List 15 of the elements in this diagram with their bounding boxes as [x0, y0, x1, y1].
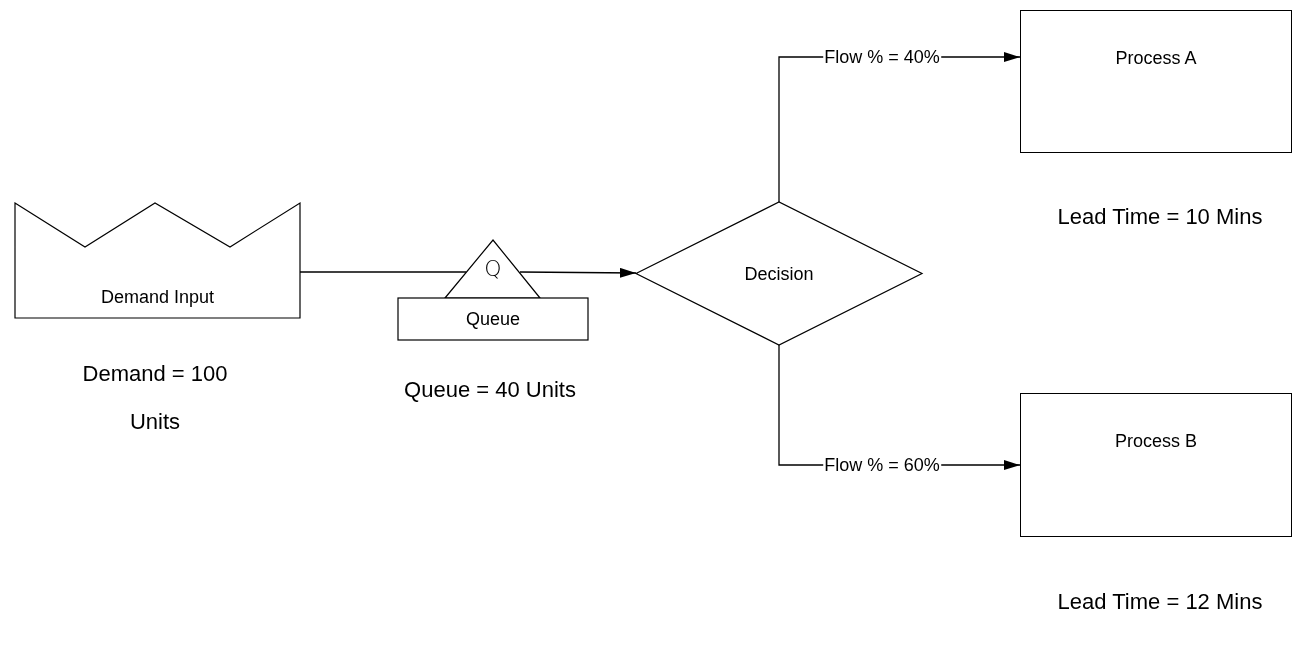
node-label: Decision: [743, 262, 815, 285]
node-label: Process A: [1114, 47, 1198, 69]
process-box: [1020, 393, 1292, 537]
queue-symbol: [398, 240, 588, 340]
process-box: [1020, 10, 1292, 153]
node-label: Queue: [464, 308, 521, 330]
node-label: Process B: [1114, 430, 1198, 452]
node-label: Demand Input: [99, 286, 216, 308]
node-annotation: Lead Time = 12 Mins: [1056, 588, 1264, 616]
node-annotation: Lead Time = 10 Mins: [1056, 203, 1264, 231]
arrow: [519, 267, 637, 278]
node-annotation: Queue = 40 Units: [403, 376, 577, 404]
decision-diamond: [636, 202, 922, 345]
queue-letter: Q: [483, 257, 503, 281]
node-annotation: Demand = 100 Units: [81, 360, 229, 436]
